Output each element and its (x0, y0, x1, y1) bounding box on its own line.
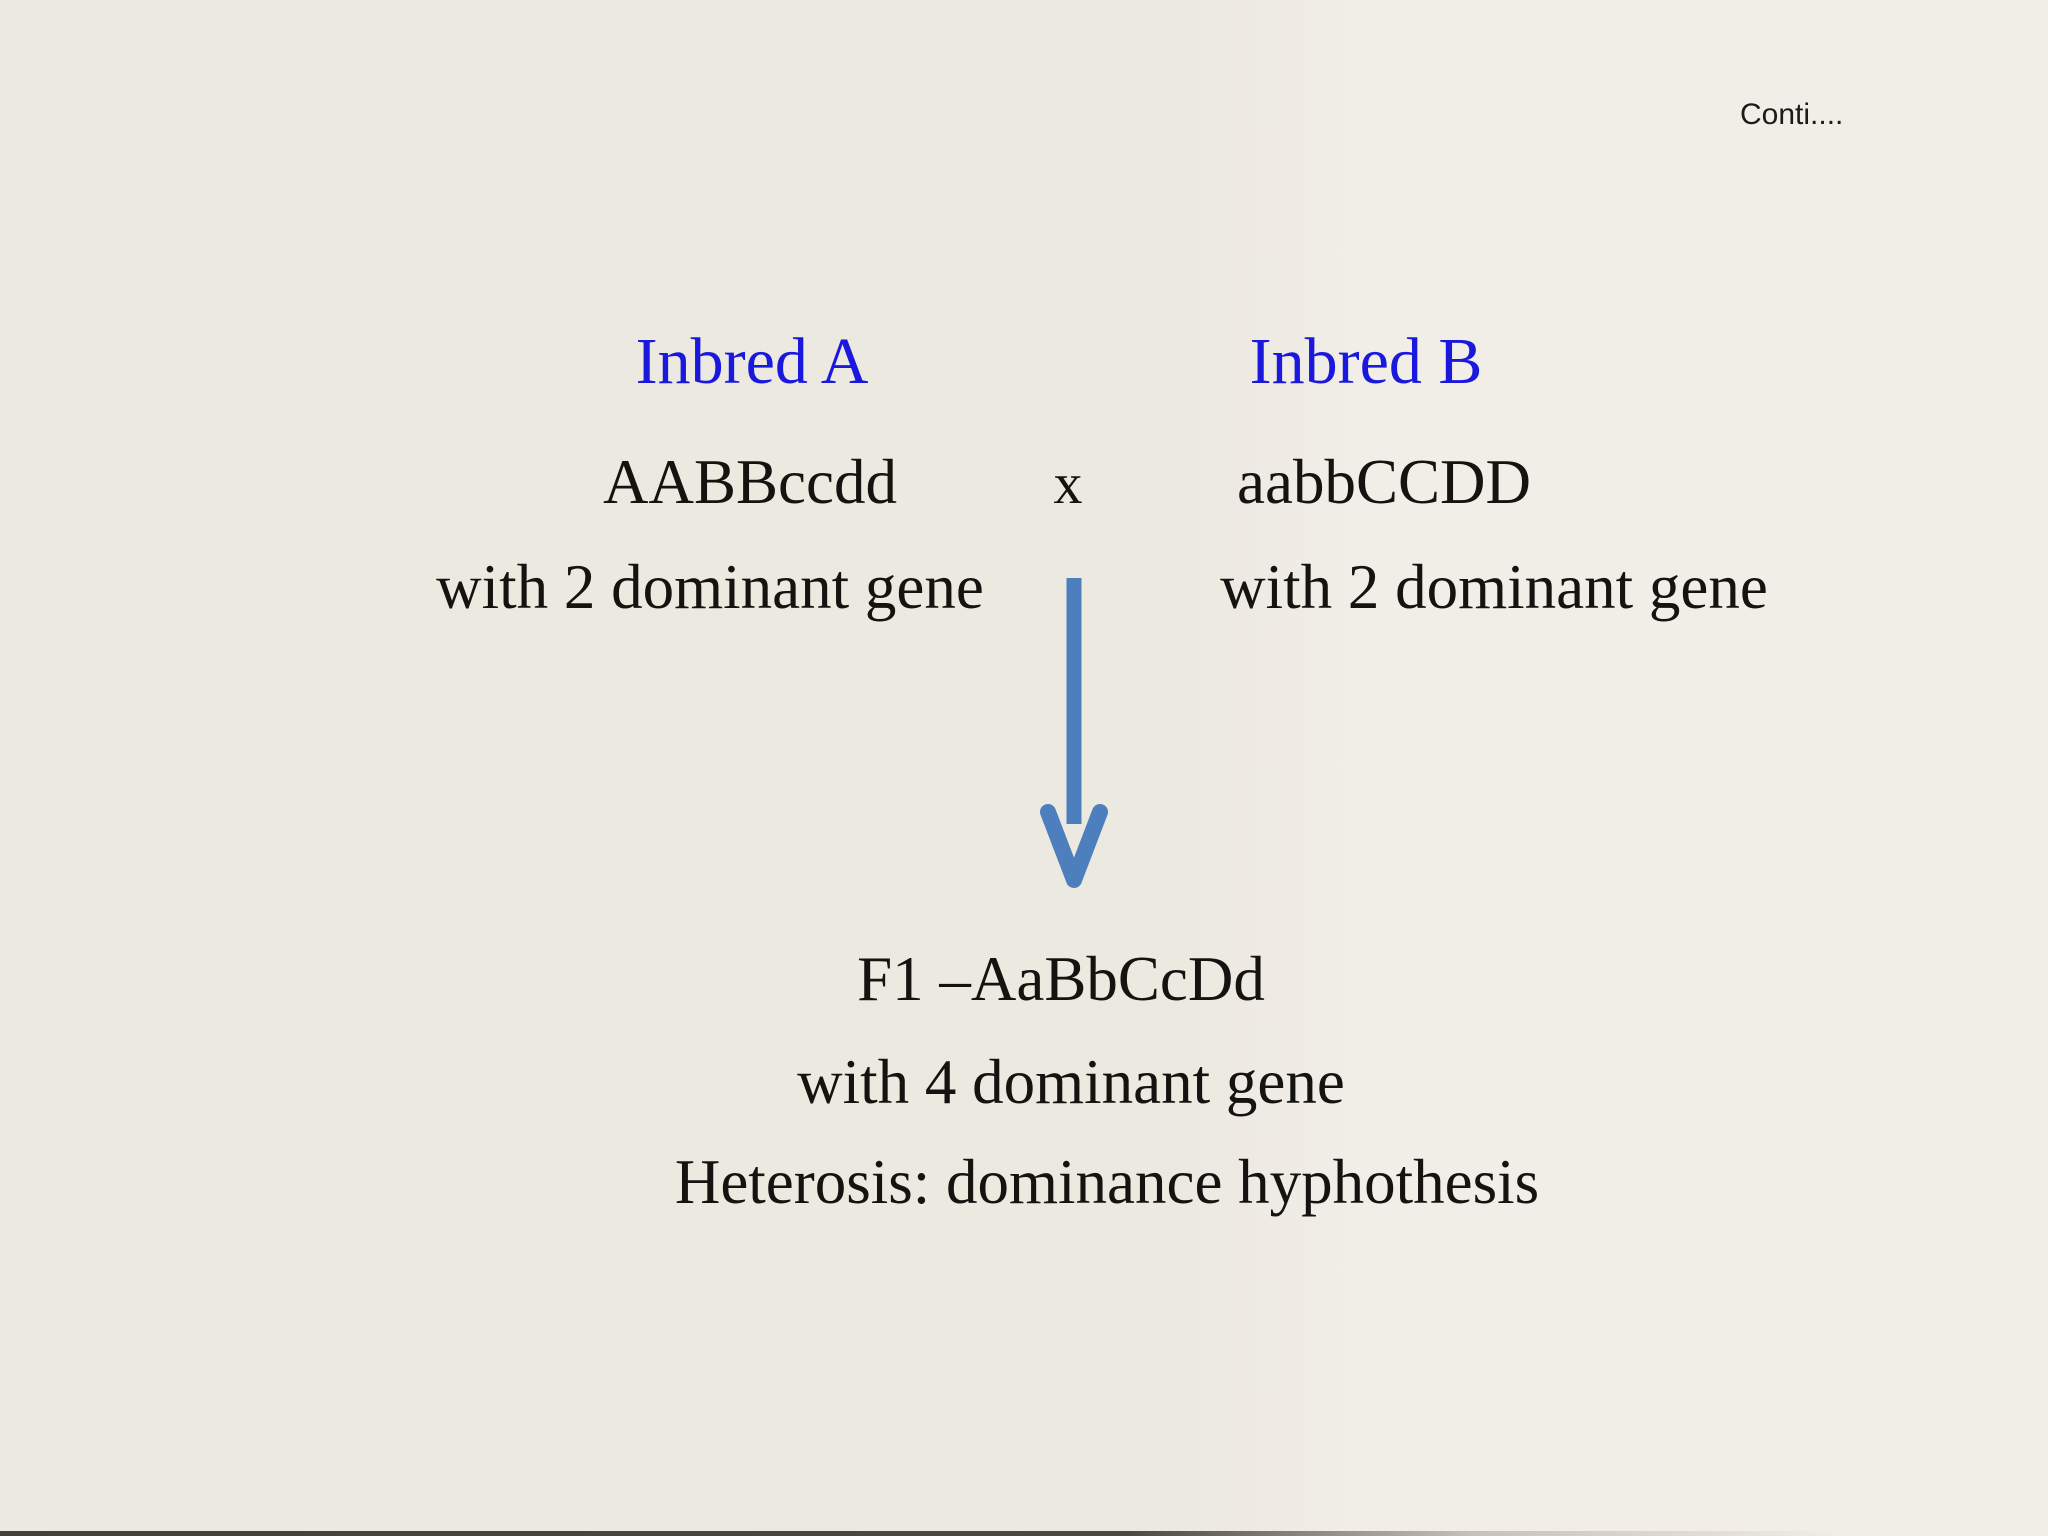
heterosis-hypothesis-line: Heterosis: dominance hyphothesis (674, 1147, 1540, 1217)
inbred-a-note: with 2 dominant gene (436, 552, 984, 622)
slide-bottom-edge (0, 1531, 2048, 1536)
cross-symbol: x (1053, 451, 1083, 516)
continuation-label: Conti.... (1740, 98, 1844, 131)
f1-dominant-gene-line: with 4 dominant gene (797, 1047, 1345, 1117)
f1-genotype-line: F1 –AaBbCcDd (857, 944, 1265, 1014)
down-arrow-icon (1040, 578, 1108, 888)
inbred-b-title: Inbred B (1249, 325, 1483, 398)
inbred-a-title: Inbred A (635, 325, 869, 398)
inbred-b-genotype: aabbCCDD (1237, 447, 1531, 517)
inbred-a-genotype: AABBccdd (603, 447, 897, 517)
inbred-b-note: with 2 dominant gene (1220, 552, 1768, 622)
